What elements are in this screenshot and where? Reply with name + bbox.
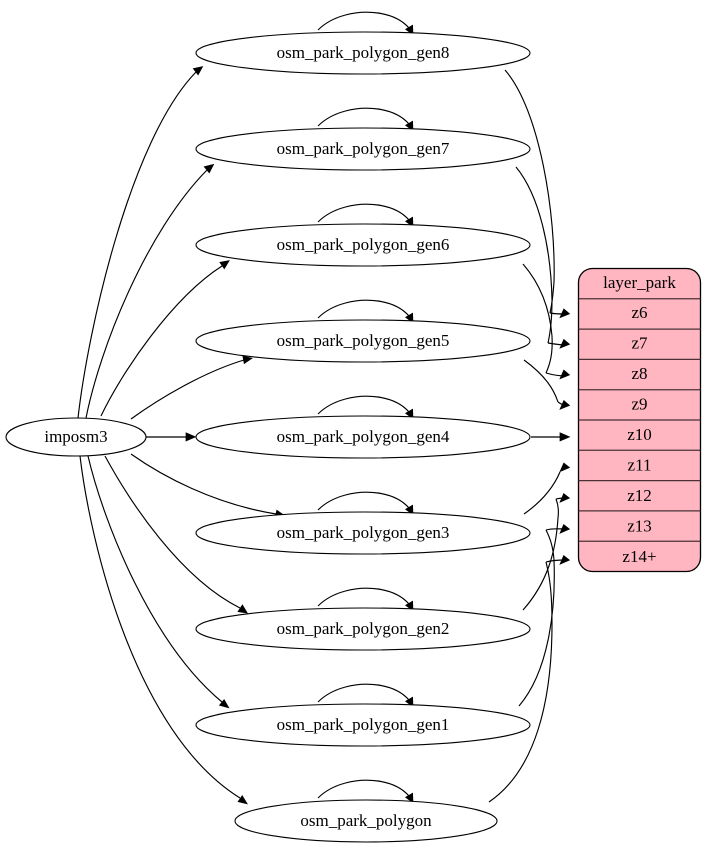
edge-gen4-to-z10	[531, 432, 571, 442]
edge-imposm3-to-gen3	[130, 453, 286, 519]
gen8-ellipse[interactable]	[195, 31, 531, 75]
layer-row-z13[interactable]: z13	[627, 516, 652, 535]
osm-park-polygon-ellipse[interactable]	[234, 799, 498, 843]
node-osm-park-polygon-gen7[interactable]: osm_park_polygon_gen7	[195, 107, 531, 171]
node-osm-park-polygon-gen5[interactable]: osm_park_polygon_gen5	[195, 299, 531, 363]
imposm3-label: imposm3	[44, 427, 107, 446]
layer-row-z10[interactable]: z10	[627, 425, 652, 444]
layer-row-z9[interactable]: z9	[631, 394, 647, 413]
gen3-label: osm_park_polygon_gen3	[277, 523, 450, 542]
edge-imposm3-to-gen1	[87, 455, 230, 709]
edge-gen3-to-z11	[523, 462, 571, 515]
gen2-label: osm_park_polygon_gen2	[277, 619, 450, 638]
gen8-label: osm_park_polygon_gen8	[277, 43, 450, 62]
node-osm-park-polygon-gen4[interactable]: osm_park_polygon_gen4	[195, 395, 531, 459]
gen4-ellipse[interactable]	[195, 415, 531, 459]
gen4-label: osm_park_polygon_gen4	[277, 427, 450, 446]
gen6-label: osm_park_polygon_gen6	[277, 235, 450, 254]
edge-gen7-to-z7	[515, 166, 571, 349]
edge-gen5-to-z9	[523, 359, 571, 410]
node-osm-park-polygon-gen3[interactable]: osm_park_polygon_gen3	[195, 491, 531, 555]
node-imposm3[interactable]: imposm3	[5, 417, 147, 457]
layer-park-title: layer_park	[603, 273, 676, 292]
edge-gen8-to-z6	[504, 69, 571, 319]
edge-imposm3-to-gen8	[77, 66, 204, 419]
edge-gen2-to-z12	[522, 492, 571, 611]
edges-tables-to-layer	[488, 69, 571, 803]
layer-row-z14plus[interactable]: z14+	[622, 547, 656, 566]
gen2-ellipse[interactable]	[195, 607, 531, 651]
layer-row-z6[interactable]: z6	[631, 303, 647, 322]
node-osm-park-polygon-gen6[interactable]: osm_park_polygon_gen6	[195, 203, 531, 267]
node-osm-park-polygon[interactable]: osm_park_polygon	[234, 779, 498, 843]
gen1-label: osm_park_polygon_gen1	[277, 715, 450, 734]
node-osm-park-polygon-gen8[interactable]: osm_park_polygon_gen8	[195, 11, 531, 75]
gen5-ellipse[interactable]	[195, 319, 531, 363]
edge-gen1-to-z13	[518, 523, 571, 707]
edge-imposm3-to-gen7	[85, 163, 215, 419]
gen7-label: osm_park_polygon_gen7	[277, 139, 450, 158]
node-osm-park-polygon-gen1[interactable]: osm_park_polygon_gen1	[195, 683, 531, 747]
gen3-ellipse[interactable]	[195, 511, 531, 555]
imposm3-ellipse[interactable]	[5, 417, 147, 457]
edge-osm-park-polygon-to-z14	[488, 554, 571, 803]
layer-park-box[interactable]: layer_park z6 z7 z8 z9 z10 z11 z12 z13 z…	[577, 267, 702, 573]
layer-row-z11[interactable]: z11	[628, 455, 652, 474]
edge-imposm3-to-gen4	[146, 432, 197, 442]
gen5-label: osm_park_polygon_gen5	[277, 331, 450, 350]
gen1-ellipse[interactable]	[195, 703, 531, 747]
edge-imposm3-to-gen2	[104, 455, 248, 614]
layer-row-z8[interactable]: z8	[631, 364, 647, 383]
edge-imposm3-to-osm-park-polygon	[79, 455, 248, 805]
edge-gen6-to-z8	[522, 263, 571, 380]
layer-row-z7[interactable]: z7	[631, 333, 648, 352]
node-osm-park-polygon-gen2[interactable]: osm_park_polygon_gen2	[195, 587, 531, 651]
edge-imposm3-to-gen6	[100, 260, 230, 417]
gen7-ellipse[interactable]	[195, 127, 531, 171]
edge-imposm3-to-gen5	[130, 355, 253, 420]
gen6-ellipse[interactable]	[195, 223, 531, 267]
layer-row-z12[interactable]: z12	[627, 486, 652, 505]
osm-park-polygon-label: osm_park_polygon	[300, 811, 432, 830]
